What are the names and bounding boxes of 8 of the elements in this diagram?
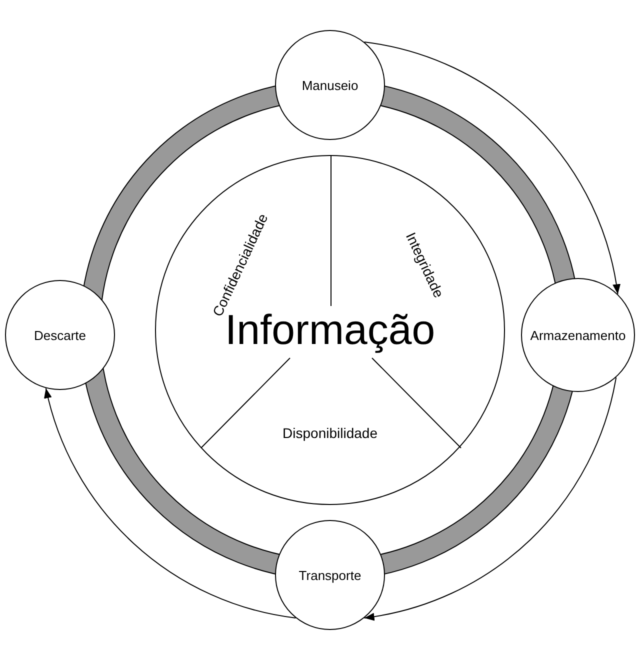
sector-label: Disponibilidade <box>282 425 378 441</box>
stage-circle: Armazenamento <box>521 278 635 392</box>
arrow <box>44 388 296 618</box>
arrow <box>364 42 620 295</box>
arrow <box>364 376 617 620</box>
stage-circle: Transporte <box>275 520 385 630</box>
stage-circle: Descarte <box>5 280 115 390</box>
stage-circle: Manuseio <box>275 30 385 140</box>
